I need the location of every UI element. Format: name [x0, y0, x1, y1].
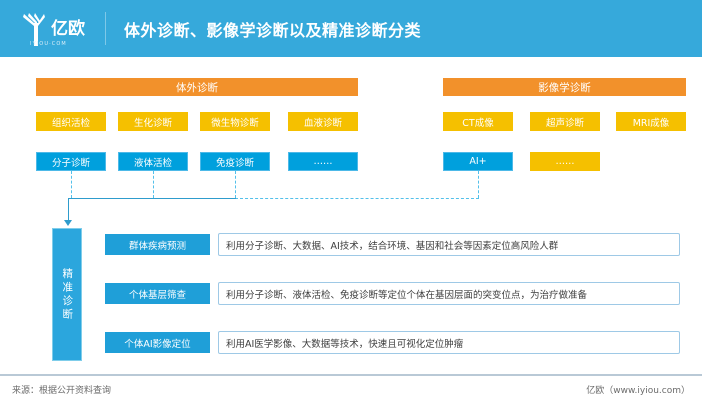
connector-trunk-dashed — [235, 198, 479, 199]
footer-divider — [0, 374, 702, 376]
imaging-item-2[interactable]: MRI成像 — [616, 112, 686, 131]
precision-label-text: 精准诊断 — [61, 267, 74, 322]
arrow-head-icon — [64, 220, 72, 226]
tree-logo-icon: 亿欧 — [20, 10, 92, 48]
svg-text:亿欧: 亿欧 — [51, 18, 85, 39]
header-divider — [105, 12, 106, 45]
imaging-item-1[interactable]: 超声诊断 — [530, 112, 600, 131]
header-inner: 亿欧 IYIOU·COM 体外诊断、影像学诊断以及精准诊断分类 — [0, 0, 702, 57]
footer-credit: 亿欧（www.iyiou.com） — [586, 386, 690, 396]
ivd-item-1[interactable]: 生化诊断 — [118, 112, 188, 131]
group-title-ivd: 体外诊断 — [36, 78, 358, 96]
connector-trunk-solid — [68, 198, 236, 199]
ivd-sub-3[interactable]: …… — [288, 152, 358, 171]
precision-tag-1[interactable]: 个体基层筛查 — [105, 283, 210, 304]
page-title: 体外诊断、影像学诊断以及精准诊断分类 — [124, 21, 422, 40]
precision-desc-0: 利用分子诊断、大数据、AI技术，结合环境、基因和社会等因素定位高风险人群 — [218, 233, 680, 256]
ivd-sub-2[interactable]: 免疫诊断 — [200, 152, 270, 171]
imaging-item-0[interactable]: CT成像 — [443, 112, 513, 131]
ivd-item-0[interactable]: 组织活检 — [36, 112, 106, 131]
connector-drop-0 — [71, 171, 72, 198]
footer-source: 来源：根据公开资料查询 — [12, 386, 112, 396]
logo-subtext: IYIOU·COM — [30, 41, 67, 47]
precision-label-box: 精准诊断 — [52, 228, 82, 361]
precision-desc-2: 利用AI医学影像、大数据等技术，快速且可视化定位肿瘤 — [218, 331, 680, 354]
imaging-sub-1[interactable]: …… — [530, 152, 600, 171]
ivd-item-2[interactable]: 微生物诊断 — [200, 112, 270, 131]
connector-down-to-precision — [68, 198, 69, 221]
header-bottom-rule — [0, 57, 702, 60]
imaging-sub-0[interactable]: AI+ — [443, 152, 513, 171]
precision-tag-0[interactable]: 群体疾病预测 — [105, 234, 210, 255]
ivd-sub-1[interactable]: 液体活检 — [118, 152, 188, 171]
ivd-item-3[interactable]: 血液诊断 — [288, 112, 358, 131]
group-title-imaging: 影像学诊断 — [443, 78, 686, 96]
connector-drop-ai — [478, 171, 479, 198]
ivd-sub-0[interactable]: 分子诊断 — [36, 152, 106, 171]
precision-tag-2[interactable]: 个体AI影像定位 — [105, 332, 210, 353]
connector-drop-2 — [235, 171, 236, 198]
header-bar: 亿欧 IYIOU·COM 体外诊断、影像学诊断以及精准诊断分类 — [0, 0, 702, 57]
precision-desc-1: 利用分子诊断、液体活检、免疫诊断等定位个体在基因层面的突变位点，为治疗做准备 — [218, 282, 680, 305]
connector-drop-1 — [153, 171, 154, 198]
